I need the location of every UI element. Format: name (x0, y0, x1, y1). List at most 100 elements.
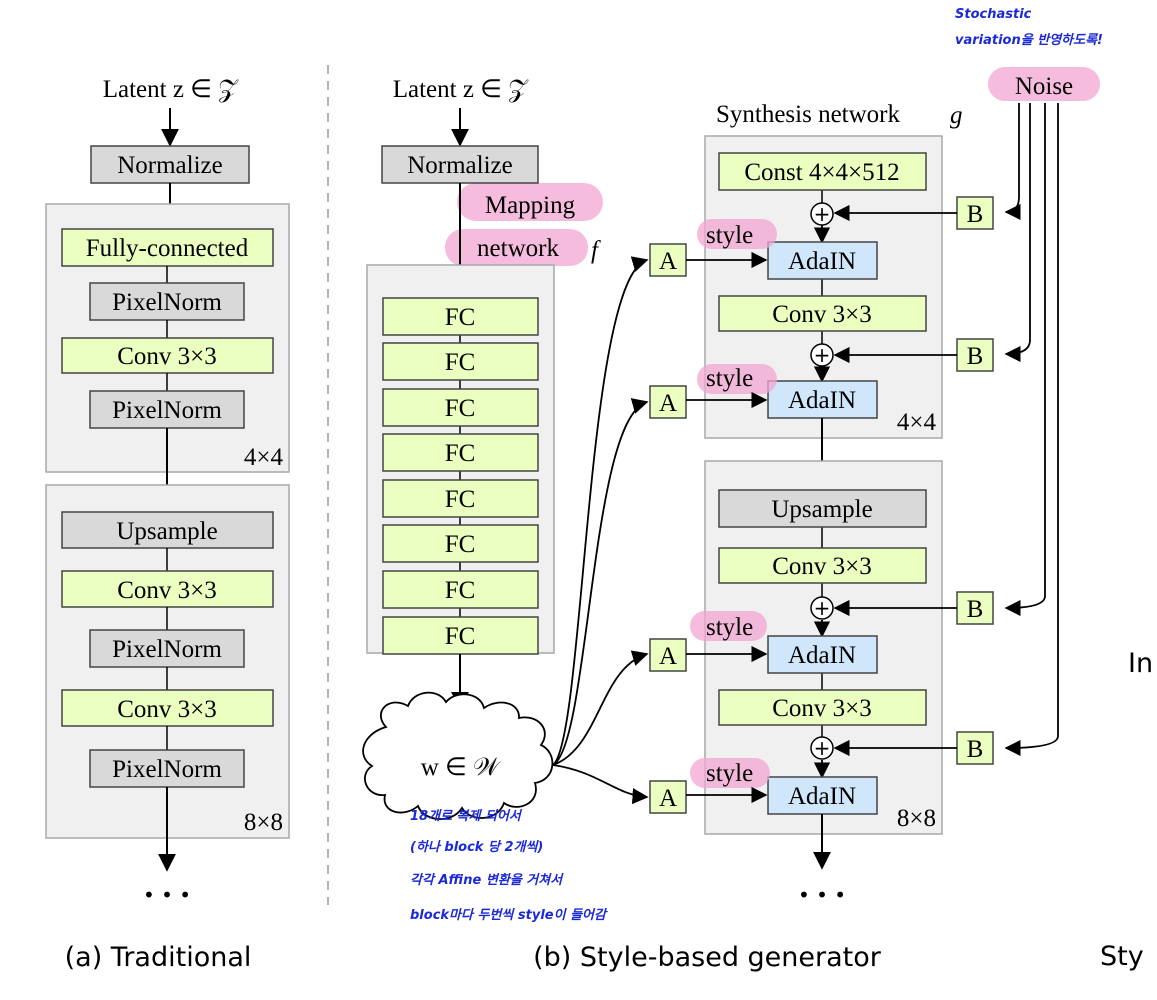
synthesis-upsample-label: Upsample (771, 496, 872, 523)
noise-add-symbol: + (814, 736, 831, 760)
traditional-conv-box (61, 337, 274, 374)
traditional-latent-label: Latent z ∈ 𝒵 (103, 76, 239, 103)
affine-a-box (649, 385, 687, 419)
noise-scale-b-label: B (967, 736, 984, 763)
traditional-pixelnorm-label: PixelNorm (112, 289, 222, 316)
affine-a-label: A (659, 643, 677, 670)
adain-box (767, 635, 878, 674)
traditional-pixelnorm-label: PixelNorm (112, 636, 222, 663)
fc-box (382, 342, 539, 381)
synthesis-conv-box (718, 547, 927, 584)
highlight-noise (988, 67, 1100, 101)
mapping-network-f: f (591, 237, 601, 264)
adain-label: AdaIN (788, 642, 856, 669)
synthesis-conv-label: Conv 3×3 (772, 695, 872, 722)
traditional-pixelnorm-label: PixelNorm (112, 397, 222, 424)
highlight-style (690, 758, 770, 788)
adain-label: AdaIN (788, 783, 856, 810)
synthesis-res-4x4: 4×4 (897, 409, 937, 436)
synthesis-network-g: g (950, 102, 963, 129)
highlight-style (697, 219, 777, 249)
noise-scale-b-box (956, 338, 994, 372)
traditional-upsample-label: Upsample (116, 518, 217, 545)
style-label: style (706, 614, 753, 641)
style-based-network: Latent z ∈ 𝒵 Normalize Mapping network f… (362, 7, 1103, 973)
synthesis-conv-label: Conv 3×3 (772, 553, 872, 580)
traditional-network: Latent z ∈ 𝒵 Normalize Fully-connected P… (45, 76, 290, 973)
fc-box (382, 616, 539, 655)
fc-label: FC (445, 440, 476, 467)
noise-add-symbol: + (814, 343, 831, 367)
traditional-upsample-box (61, 511, 274, 549)
noise-add-node (810, 596, 834, 620)
w-cloud (362, 691, 554, 820)
noise-scale-b-box (956, 196, 994, 230)
synthesis-ellipsis: • • • (798, 883, 846, 907)
noise-scale-b-box (956, 731, 994, 765)
fc-label: FC (445, 531, 476, 558)
const-box (718, 152, 927, 191)
traditional-pixelnorm-box (89, 749, 245, 788)
highlight-style (697, 364, 777, 394)
highlight-network (445, 229, 588, 266)
fc-label: FC (445, 577, 476, 604)
traditional-pixelnorm-box (89, 390, 245, 429)
adain-label: AdaIN (788, 248, 856, 275)
noise-add-symbol: + (814, 596, 831, 620)
traditional-conv-box (61, 689, 274, 727)
synthesis-conv-box (718, 295, 927, 332)
synthesis-conv-label: Conv 3×3 (772, 301, 872, 328)
style-caption: (b) Style-based generator (533, 942, 882, 973)
highlight-mapping (457, 183, 603, 221)
traditional-fc-label: Fully-connected (86, 235, 249, 262)
traditional-conv-label: Conv 3×3 (117, 577, 217, 604)
fc-label: FC (445, 623, 476, 650)
affine-a-box (649, 780, 687, 814)
noise-scale-b-label: B (967, 343, 984, 370)
traditional-caption: (a) Traditional (65, 942, 252, 973)
affine-a-box (649, 638, 687, 672)
traditional-pixelnorm-label: PixelNorm (112, 756, 222, 783)
adain-box (767, 241, 878, 280)
adain-label: AdaIN (788, 387, 856, 414)
noise-add-symbol: + (814, 202, 831, 226)
style-label: style (706, 365, 753, 392)
traditional-res-8x8: 8×8 (244, 809, 283, 836)
w-latent-label: w ∈ 𝒲 (421, 754, 501, 781)
affine-a-box (649, 243, 687, 277)
w-note-line2: (하나 block 당 2개씩) (410, 839, 543, 855)
traditional-res-4x4: 4×4 (244, 444, 284, 471)
traditional-conv-label: Conv 3×3 (117, 696, 217, 723)
noise-scale-b-label: B (967, 596, 984, 623)
noise-add-node (810, 736, 834, 760)
const-label: Const 4×4×512 (744, 159, 899, 186)
fc-label: FC (445, 304, 476, 331)
style-label: style (706, 222, 753, 249)
synthesis-network-label: Synthesis network (716, 101, 901, 128)
synthesis-res-8x8: 8×8 (897, 805, 936, 832)
fc-box (382, 297, 539, 336)
affine-a-label: A (659, 390, 677, 417)
traditional-normalize-label: Normalize (117, 152, 223, 179)
w-note-line3: 각각 Affine 변환을 거쳐서 (410, 872, 564, 888)
w-note-line4: block마다 두번씩 style이 들어감 (410, 907, 608, 923)
fc-box (382, 433, 539, 472)
traditional-conv-label: Conv 3×3 (117, 343, 217, 370)
highlight-style (690, 611, 767, 641)
traditional-ellipsis: • • • (143, 883, 191, 907)
noise-scale-b-label: B (967, 201, 984, 228)
traditional-pixelnorm-box (89, 629, 245, 668)
style-latent-label: Latent z ∈ 𝒵 (393, 76, 529, 103)
synthesis-conv-box (718, 689, 927, 726)
style-normalize-label: Normalize (407, 152, 513, 179)
traditional-fc-box (61, 228, 274, 267)
affine-a-label: A (659, 248, 677, 275)
fc-box (382, 479, 539, 518)
fc-label: FC (445, 395, 476, 422)
mapping-network-label-line1: Mapping (485, 192, 576, 219)
adain-box (767, 776, 878, 815)
noise-note-line1: Stochastic (955, 7, 1032, 22)
noise-add-node (810, 343, 834, 367)
style-normalize-box (381, 145, 539, 184)
